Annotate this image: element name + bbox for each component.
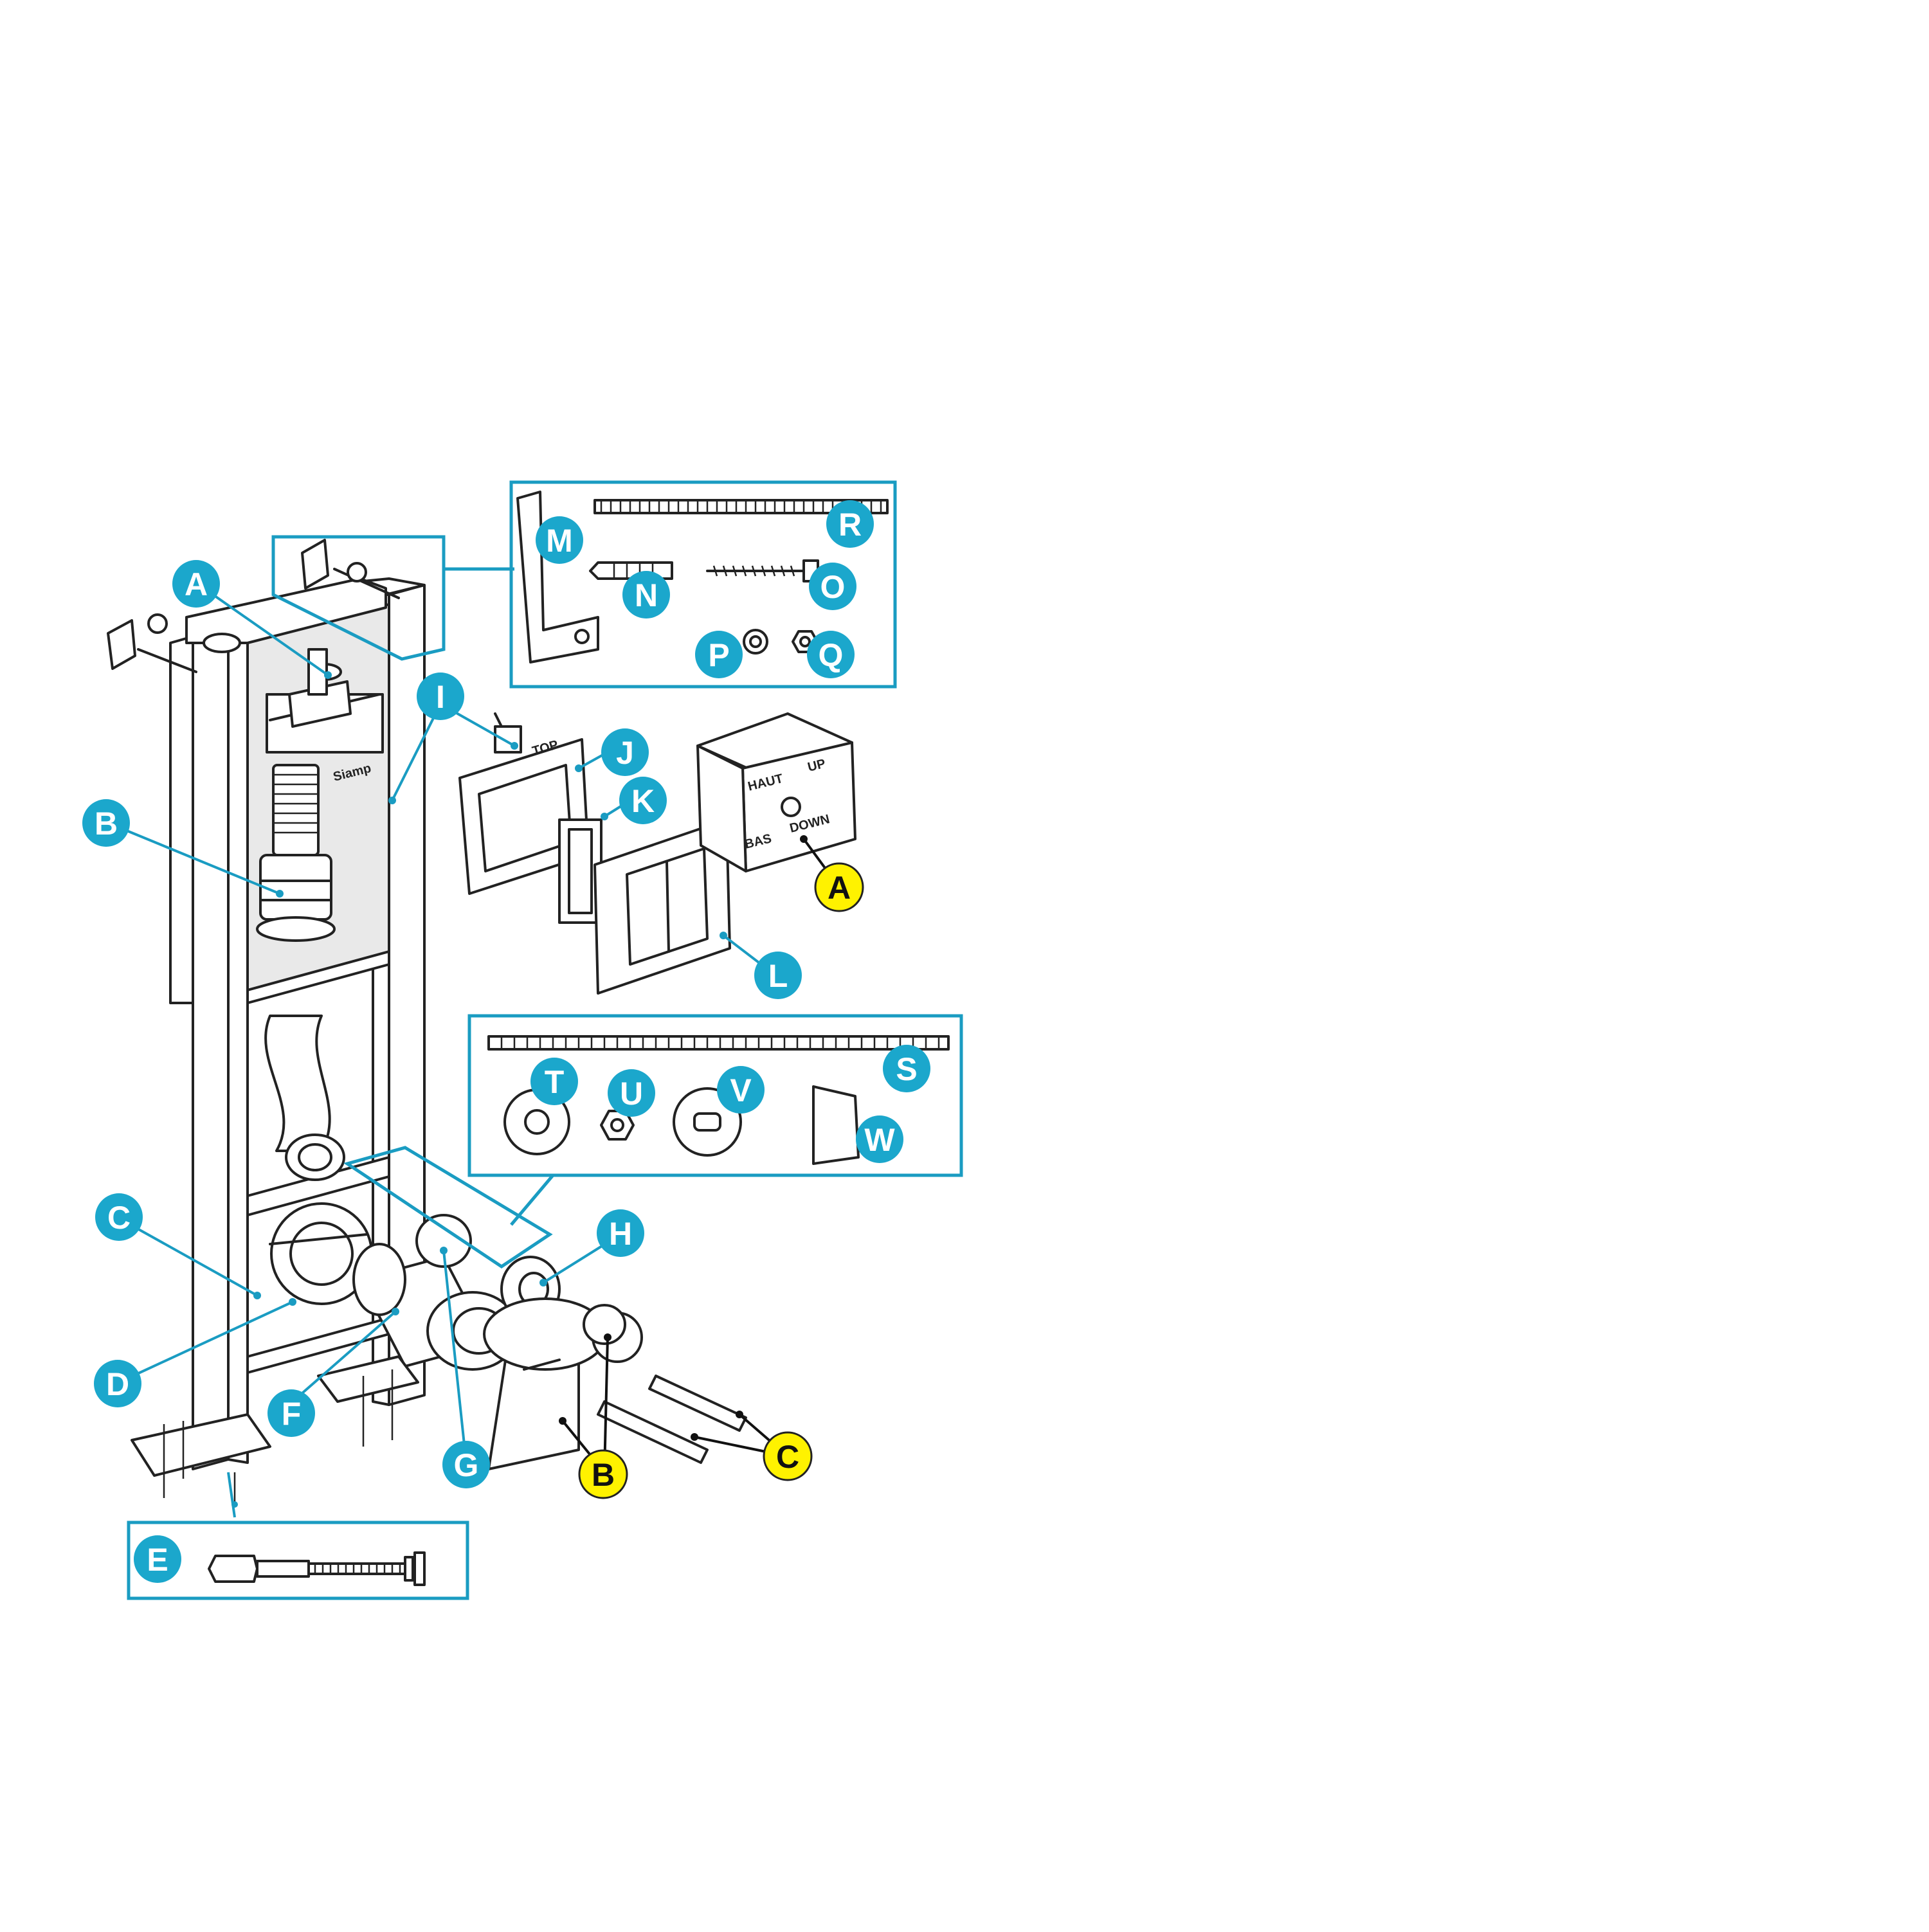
callout-k-label: K — [631, 783, 655, 819]
callout-extra-c-label: C — [776, 1439, 799, 1475]
callout-d: D — [94, 1360, 141, 1407]
callout-i-label: I — [436, 679, 445, 715]
callout-extra-c: C — [763, 1431, 813, 1481]
callout-v-label: V — [730, 1072, 752, 1108]
callout-r-label: R — [838, 507, 862, 543]
callout-l: L — [754, 952, 802, 999]
fixing-kit-box — [509, 480, 897, 689]
callout-s: S — [883, 1045, 930, 1092]
callout-i: I — [417, 673, 464, 720]
callout-extra-a-label: A — [828, 870, 851, 906]
callout-w: W — [856, 1115, 903, 1163]
extra-parts — [483, 1297, 747, 1470]
callout-p-label: P — [708, 637, 729, 673]
callout-u-label: U — [620, 1076, 643, 1112]
callout-extra-b: B — [578, 1449, 628, 1499]
callout-a-label: A — [185, 566, 208, 602]
callout-h: H — [597, 1209, 644, 1257]
callout-v: V — [717, 1066, 765, 1114]
callout-n-label: N — [635, 577, 658, 613]
callout-n: N — [622, 571, 670, 618]
callout-d-label: D — [106, 1366, 129, 1402]
callout-l-label: L — [768, 958, 788, 994]
callout-e-label: E — [147, 1542, 168, 1578]
callout-m-label: M — [546, 523, 573, 559]
callout-s-label: S — [896, 1051, 917, 1087]
callout-e: E — [134, 1535, 181, 1583]
callout-extra-b-label: B — [592, 1457, 615, 1493]
callout-p: P — [695, 631, 743, 678]
callout-r: R — [826, 500, 874, 548]
bolt-kit-box — [127, 1472, 469, 1600]
callout-b-label: B — [95, 806, 118, 842]
callout-c-label: C — [107, 1200, 131, 1236]
callout-g-label: G — [454, 1447, 479, 1483]
callout-q: Q — [807, 631, 855, 678]
callout-m: M — [536, 516, 583, 564]
callout-t: T — [530, 1058, 578, 1105]
callout-c: C — [95, 1193, 143, 1241]
callout-b: B — [82, 799, 130, 847]
callout-w-label: W — [864, 1122, 895, 1158]
callout-h-label: H — [609, 1216, 632, 1252]
callout-a: A — [172, 560, 220, 608]
callout-j: J — [601, 728, 649, 776]
callout-k: K — [619, 777, 667, 824]
callout-o-label: O — [820, 569, 846, 605]
callout-q-label: Q — [819, 637, 844, 673]
callout-t-label: T — [545, 1064, 565, 1100]
callout-o: O — [809, 563, 856, 610]
callout-f-label: F — [282, 1396, 302, 1432]
callout-g: G — [442, 1441, 490, 1488]
callout-extra-a: A — [814, 862, 864, 912]
callout-u: U — [608, 1069, 655, 1117]
callout-j-label: J — [616, 735, 634, 771]
flush-plate-assembly: TOP — [458, 712, 731, 995]
callout-f: F — [267, 1389, 315, 1437]
protection-template: HAUT UP BAS DOWN — [696, 712, 856, 872]
